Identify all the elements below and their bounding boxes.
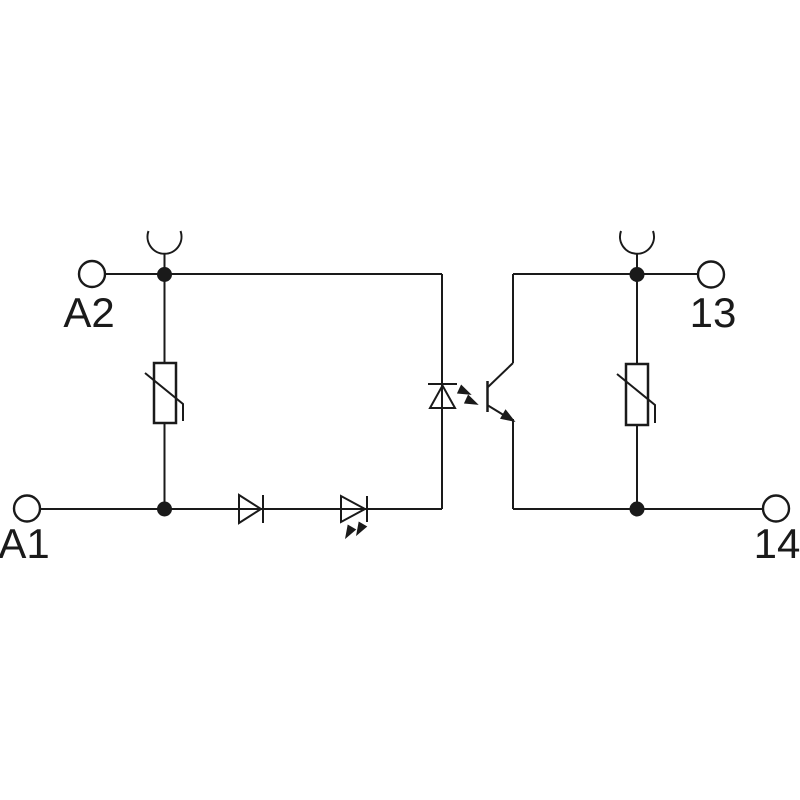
terminal-label-14: 14 (754, 520, 800, 567)
socket-connector-icon (619, 230, 655, 269)
terminal-label-13: 13 (690, 289, 737, 336)
terminal-circle-a1 (12, 494, 42, 523)
terminal-circle-14 (761, 494, 791, 523)
terminal-label-a1: A1 (0, 520, 50, 567)
terminal-circle-a2 (77, 259, 107, 289)
junction-dot (629, 501, 645, 517)
varistor-icon (144, 361, 184, 425)
terminal-circle-13 (696, 260, 726, 289)
led-light-arrow (356, 521, 368, 537)
phototransistor-icon (486, 362, 516, 422)
varistor-icon (616, 362, 656, 427)
socket-connector-icon (146, 230, 183, 269)
junction-dot (629, 267, 645, 282)
junction-dot (157, 267, 172, 282)
led-light-arrow (345, 524, 357, 540)
opto-light-arrow (463, 394, 479, 405)
opto-light-arrow (456, 384, 472, 395)
diode-icon (238, 493, 264, 525)
junction-dot (157, 501, 172, 517)
emitter-arrow (500, 409, 516, 422)
optocoupler-led-icon (428, 383, 479, 409)
led-icon (340, 494, 368, 540)
terminal-label-a2: A2 (63, 289, 114, 336)
